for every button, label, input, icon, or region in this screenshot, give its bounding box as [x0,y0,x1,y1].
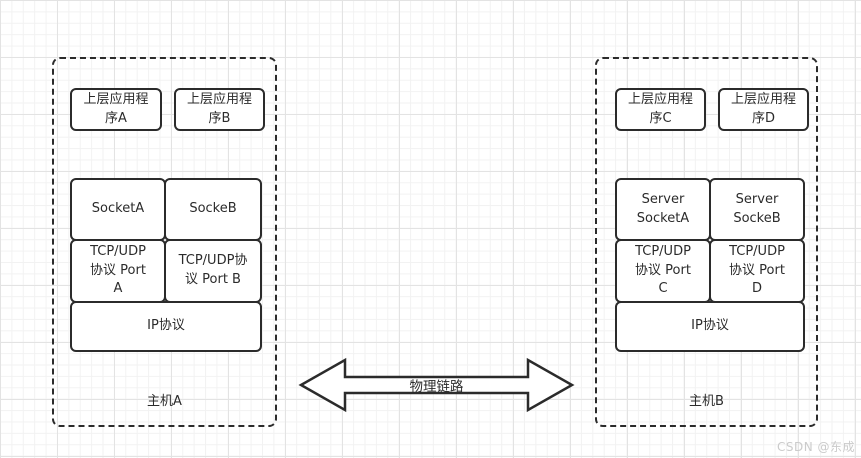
tcp-udp-port-b-cell: TCP/UDP协议 Port B [164,239,262,303]
watermark-text: CSDN @东成 [776,440,855,454]
tcp-udp-port-c-cell: TCP/UDP协议 Port C [615,239,711,303]
app-box-a: 上层应用程序A [70,88,162,131]
ip-protocol-cell-a: IP协议 [70,301,262,352]
host-a-container: 上层应用程序A 上层应用程序B SocketA SockeB TCP/UDP协议… [52,57,277,427]
host-a-label: 主机A [147,394,182,409]
server-socket-b-cell: Server SockeB [709,178,805,241]
tcp-udp-port-a-cell: TCP/UDP协议 Port A [70,239,166,303]
host-b-label: 主机B [689,394,724,409]
server-socket-a-cell: Server SocketA [615,178,711,241]
app-box-d: 上层应用程序D [718,88,809,131]
host-b-container: 上层应用程序C 上层应用程序D Server SocketA Server So… [595,57,818,427]
tcp-udp-port-d-cell: TCP/UDP协议 Port D [709,239,805,303]
double-arrow-icon [298,357,575,413]
physical-link-label: 物理链路 [409,379,464,395]
app-box-b: 上层应用程序B [174,88,265,131]
app-box-c: 上层应用程序C [615,88,706,131]
ip-protocol-cell-b: IP协议 [615,301,805,352]
socket-a-cell: SocketA [70,178,166,241]
socket-b-cell: SockeB [164,178,262,241]
